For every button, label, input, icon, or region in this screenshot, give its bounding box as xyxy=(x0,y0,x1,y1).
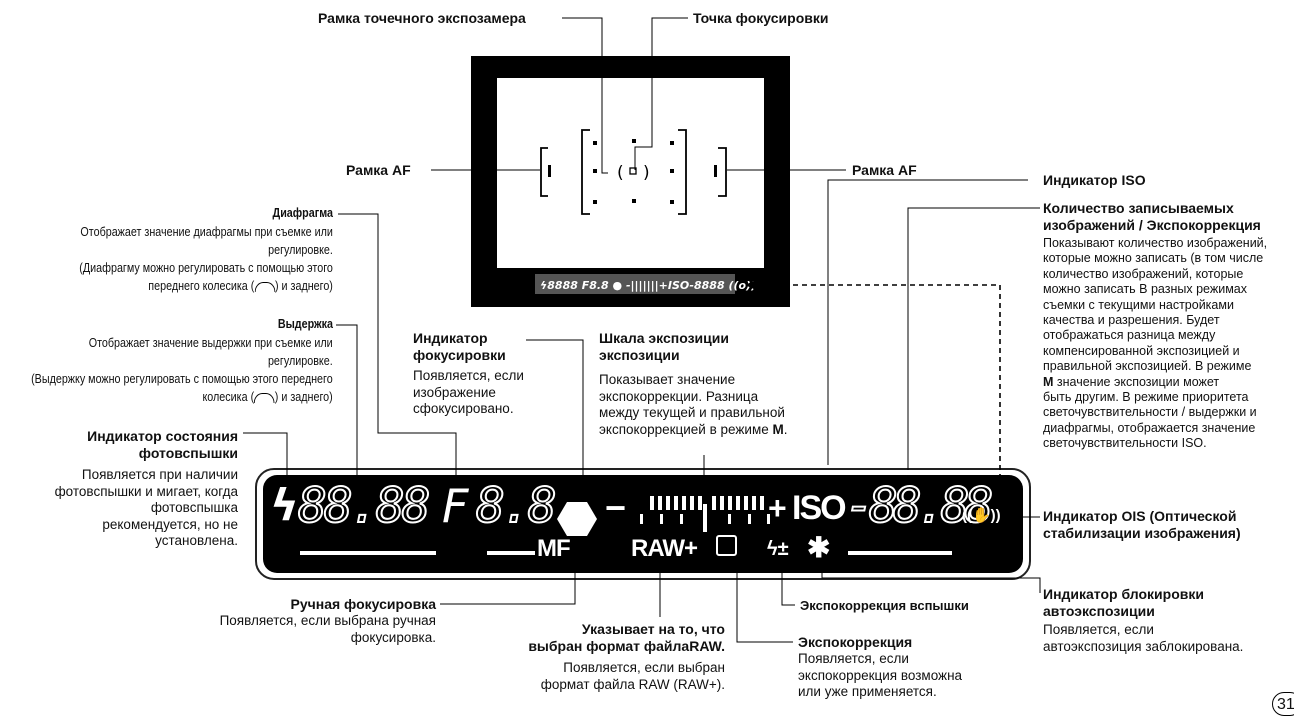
aperture-title: Диафрагма xyxy=(272,206,333,220)
aperture-desc: Отображает значение диафрагмы при съемке… xyxy=(79,225,333,293)
label-focus-point: Точка фокусировки xyxy=(693,10,829,26)
lcd-aperture-prefix: F xyxy=(442,479,469,533)
ae-lock-title: Индикатор блокировки автоэкспозиции xyxy=(1043,586,1204,619)
focus-indicator-title: Индикатор фокусировки xyxy=(413,330,506,363)
lcd-flash-glyph: ϟ xyxy=(270,480,300,531)
lcd-ois-glyph: ((✋)) xyxy=(962,507,1001,524)
manual-focus-title: Ручная фокусировка xyxy=(290,596,436,612)
flash-title: Индикатор состояния фотовспышки xyxy=(87,428,238,461)
lcd-aperture-value: 8.8 xyxy=(475,478,558,534)
lcd-minus: − xyxy=(605,487,627,528)
lcd-flash-comp-glyph: ϟ± xyxy=(767,538,789,560)
exp-comp-desc: Появляется, если экспокоррекция возможна… xyxy=(798,651,963,699)
focus-indicator-desc: Появляется, если изображение сфокусирова… xyxy=(413,368,524,416)
label-iso-indicator: Индикатор ISO xyxy=(1043,172,1146,188)
lcd-iso-label: ISO xyxy=(792,489,847,527)
raw-desc: Появляется, если выбран формат файла RAW… xyxy=(540,660,725,692)
ois-title: Индикатор OIS (Оптической стабилизации и… xyxy=(1043,508,1241,541)
dial-icon xyxy=(254,392,276,403)
label-af-frame-right: Рамка AF xyxy=(852,162,917,178)
lcd-count-value: -88.88 xyxy=(844,478,994,534)
count-desc: Показывают количество изображений, котор… xyxy=(1043,236,1268,451)
svg-text:ϟ8888 F8.8 ● -|||||||+ISO-8888: ϟ8888 F8.8 ● -|||||||+ISO-8888 ((o)) xyxy=(540,279,756,292)
page-number: 31 xyxy=(1272,692,1294,716)
ae-lock-desc: Появляется, если автоэкспозиция заблокир… xyxy=(1043,622,1244,654)
lcd-shutter-value: 88.88 xyxy=(297,478,431,534)
lcd-raw: RAW+ xyxy=(631,535,698,562)
label-af-frame-left: Рамка AF xyxy=(346,162,411,178)
af-frame-marks xyxy=(540,129,727,215)
label-spot-frame: Рамка точечного экспозамера xyxy=(318,10,526,26)
count-title: Количество записываемых изображений / Эк… xyxy=(1043,200,1261,233)
exp-comp-title: Экспокоррекция xyxy=(798,634,913,650)
raw-title: Указывает на то, что выбран формат файла… xyxy=(528,621,725,654)
svg-text:(: ( xyxy=(617,163,624,183)
dial-icon xyxy=(254,281,276,292)
exposure-scale-desc: Показывает значение экспокоррекции. Разн… xyxy=(599,372,788,437)
lcd-plus: + xyxy=(768,490,787,526)
lcd-mf: MF xyxy=(537,535,571,562)
svg-text:): ) xyxy=(643,163,650,183)
shutter-desc: Отображает значение выдержки при съемке … xyxy=(31,336,333,404)
flash-comp-label: Экспокоррекция вспышки xyxy=(800,598,969,613)
lcd-ae-lock-glyph: ✱ xyxy=(807,532,831,563)
manual-focus-desc: Появляется, если выбрана ручная фокусиро… xyxy=(219,613,436,645)
flash-desc: Появляется при наличии фотовспышки и миг… xyxy=(54,467,238,548)
shutter-title: Выдержка xyxy=(277,317,333,331)
exposure-scale-title: Шкала экспозиции экспозиции xyxy=(599,330,729,363)
